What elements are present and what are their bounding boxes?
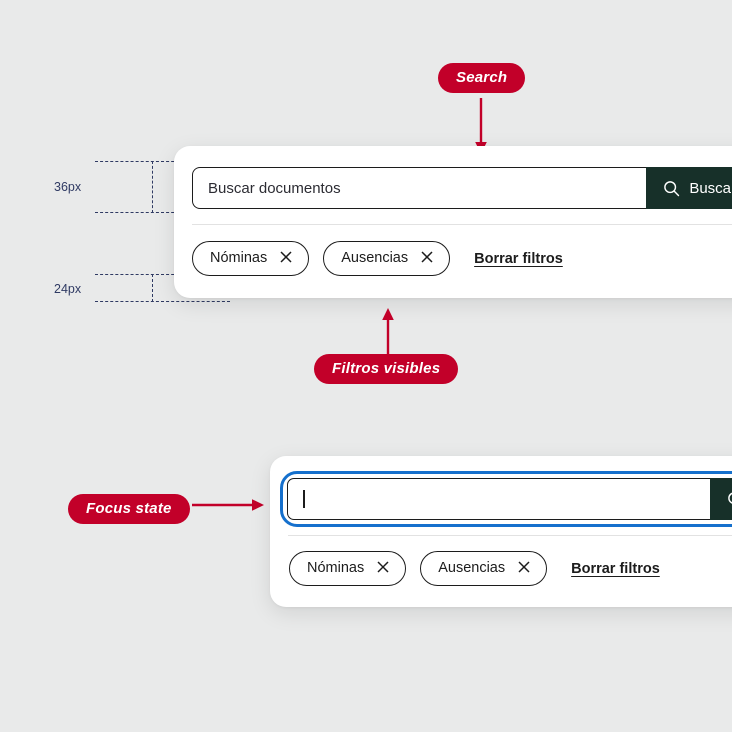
search-card-focus: Nóminas Ausencias Borrar filtros	[270, 456, 732, 607]
right-arrow-icon	[192, 497, 264, 513]
clear-filters-link[interactable]: Borrar filtros	[571, 560, 660, 577]
spacing-guide-top	[95, 161, 230, 213]
active-filters-row-focused: Nóminas Ausencias Borrar filtros	[289, 551, 660, 586]
card-divider	[192, 224, 732, 225]
spacing-label-bottom: 24px	[54, 282, 82, 296]
search-input[interactable]: Buscar documentos	[192, 167, 647, 209]
search-bar-focused	[280, 471, 732, 527]
search-card-default: Buscar documentos Buscar Nóminas	[174, 146, 732, 298]
search-icon	[727, 491, 732, 508]
close-icon[interactable]	[280, 251, 292, 265]
spacing-guide-bottom-tick	[152, 274, 153, 302]
search-submit-button[interactable]: Buscar	[646, 167, 732, 209]
search-input-placeholder: Buscar documentos	[208, 179, 341, 197]
close-icon[interactable]	[518, 561, 530, 575]
active-filters-row: Nóminas Ausencias Borrar filtros	[192, 241, 563, 276]
annotation-pill-filters: Filtros visibles	[314, 354, 459, 384]
up-arrow-icon	[380, 308, 396, 360]
filter-chip-label: Nóminas	[307, 560, 365, 576]
spacing-label-top: 36px	[54, 180, 82, 194]
search-icon	[663, 180, 680, 197]
spacing-guide-bottom	[95, 274, 230, 302]
search-submit-button-focused[interactable]	[710, 478, 732, 520]
clear-filters-link[interactable]: Borrar filtros	[474, 250, 563, 267]
annotation-pill-focus: Focus state	[68, 494, 190, 524]
filter-chip[interactable]: Ausencias	[323, 241, 451, 276]
search-input-focused[interactable]	[287, 478, 710, 520]
card-divider	[288, 535, 732, 536]
spacing-guide-top-tick	[152, 161, 153, 213]
filter-chip[interactable]: Ausencias	[420, 551, 548, 586]
annotation-pill-search: Search	[438, 63, 526, 93]
filter-chip-label: Ausencias	[438, 560, 506, 576]
search-bar-default: Buscar documentos Buscar	[192, 167, 732, 209]
text-caret	[303, 490, 305, 508]
search-submit-label: Buscar	[689, 179, 732, 197]
filter-chip-label: Nóminas	[210, 250, 268, 266]
filter-chip-label: Ausencias	[341, 250, 409, 266]
close-icon[interactable]	[421, 251, 433, 265]
filter-chip[interactable]: Nóminas	[192, 241, 310, 276]
close-icon[interactable]	[377, 561, 389, 575]
filter-chip[interactable]: Nóminas	[289, 551, 407, 586]
